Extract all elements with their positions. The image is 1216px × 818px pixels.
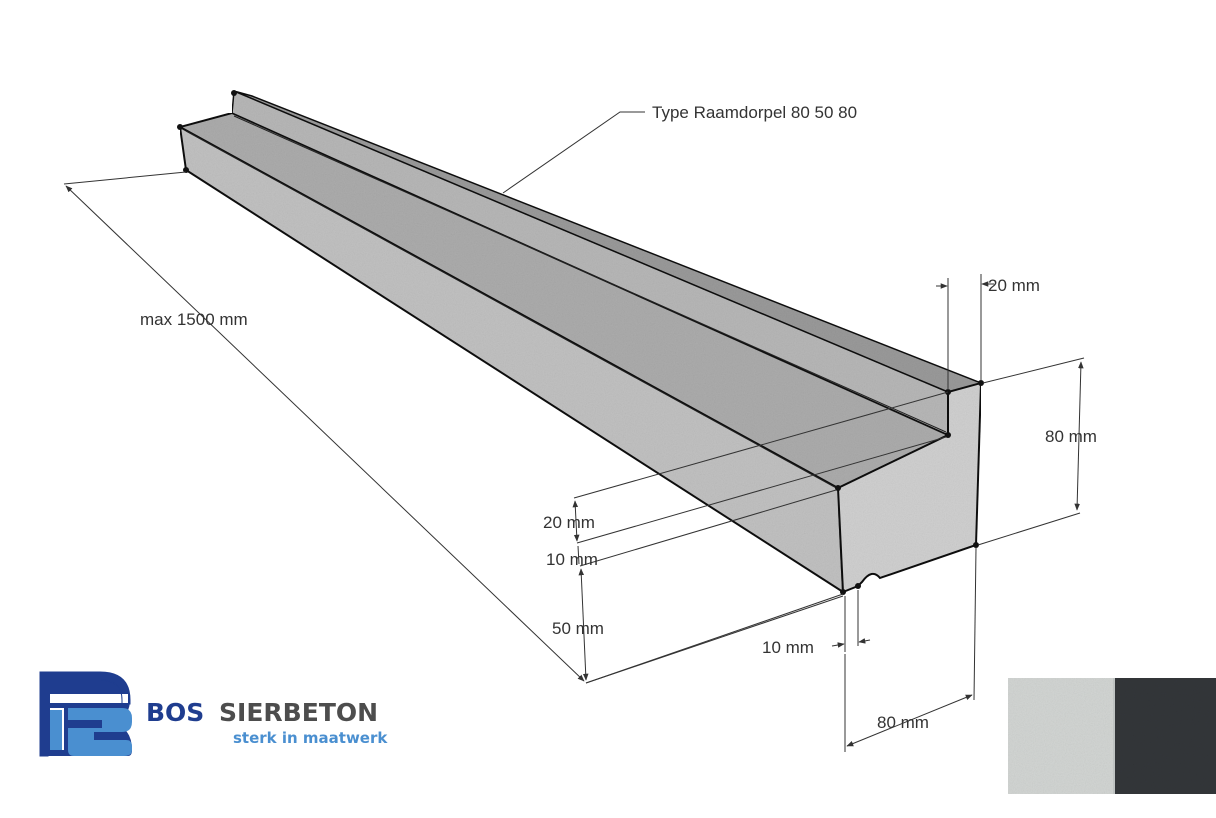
sill-slope-surface — [177, 111, 951, 490]
colour-swatches — [1008, 678, 1216, 794]
dim-top-step-label: 20 mm — [988, 276, 1040, 295]
brand-logo: BOS SIERBETON sterk in maatwerk — [39, 671, 388, 757]
brand-name: BOS SIERBETON — [146, 698, 378, 727]
dimension-lines — [63, 111, 1085, 752]
swatch-light-grey — [1008, 678, 1115, 794]
brand-name-part1: BOS — [146, 698, 204, 727]
dimension-labels: Type Raamdorpel 80 50 80 max 1500 mm 20 … — [140, 103, 1097, 732]
bs-logo-icon — [39, 671, 132, 757]
dim-length-label: max 1500 mm — [140, 310, 248, 329]
product-label: Type Raamdorpel 80 50 80 — [652, 103, 857, 122]
dim-total-height-label: 80 mm — [1045, 427, 1097, 446]
dim-front-height-label: 50 mm — [552, 619, 604, 638]
brand-name-part2: SIERBETON — [219, 698, 378, 727]
dim-total-depth-label: 80 mm — [877, 713, 929, 732]
brand-tagline: sterk in maatwerk — [233, 729, 388, 747]
dim-step-rise-label: 20 mm — [543, 513, 595, 532]
dim-slope-drop-label: 10 mm — [546, 550, 598, 569]
dim-drip-groove-label: 10 mm — [762, 638, 814, 657]
swatch-anthracite — [1115, 678, 1216, 794]
